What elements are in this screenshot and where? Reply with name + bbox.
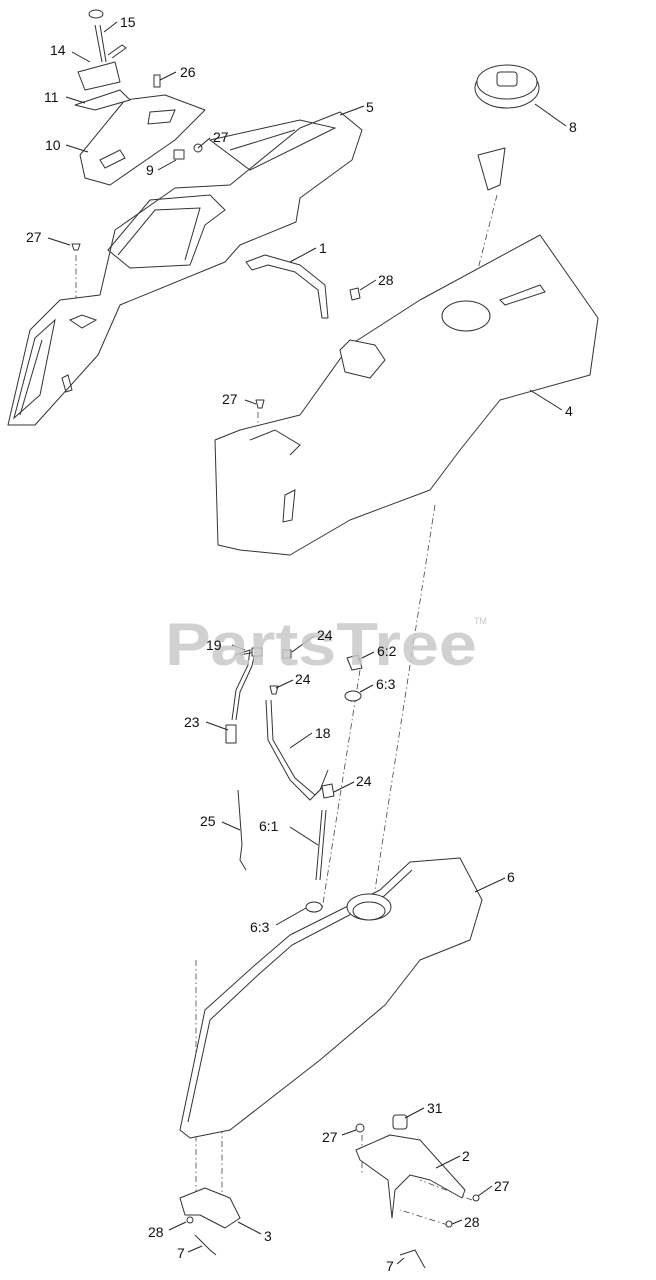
callout-6-1: 6:1: [259, 818, 279, 834]
callout-28: 28: [464, 1214, 480, 1230]
callout-24: 24: [317, 627, 333, 643]
callout-28: 28: [148, 1224, 164, 1240]
watermark-text: PartsTree: [165, 611, 477, 678]
callout-10: 10: [45, 137, 61, 153]
callout-9: 9: [146, 162, 154, 178]
callout-7: 7: [386, 1258, 394, 1274]
callout-3: 3: [264, 1228, 272, 1244]
watermark: PartsTree TM: [165, 611, 487, 678]
part-6-fuel-tank: [179, 857, 483, 1139]
callout-24: 24: [356, 773, 372, 789]
callout-18: 18: [315, 725, 331, 741]
leader-lines: [47, 21, 567, 1265]
callout-24: 24: [295, 671, 311, 687]
part-2-bracket: [355, 1114, 480, 1228]
callout-6-3: 6:3: [250, 919, 270, 935]
callout-27: 27: [213, 129, 229, 145]
part-4-tank-shroud: [214, 234, 599, 556]
callout-25: 25: [200, 813, 216, 829]
callouts: 15 14 26 11 5 8 27 10 9 27 1 28 27 4 19 …: [26, 14, 577, 1274]
fuel-lines: [225, 647, 363, 881]
callout-11: 11: [44, 89, 59, 105]
part-10-11-plates: [74, 89, 206, 186]
callout-8: 8: [569, 119, 577, 135]
callout-1: 1: [319, 240, 327, 256]
callout-26: 26: [180, 64, 196, 80]
callout-6: 6: [507, 869, 515, 885]
part-5-console-cover: [7, 111, 363, 426]
part-8-fuel-cap: [474, 64, 540, 191]
callout-19: 19: [206, 637, 222, 653]
callout-27: 27: [322, 1129, 338, 1145]
part-14-15-lever: [77, 9, 127, 91]
callout-23: 23: [184, 714, 200, 730]
callout-27: 27: [26, 229, 42, 245]
top-fasteners: [71, 74, 361, 409]
watermark-trademark: TM: [474, 616, 487, 626]
callout-27: 27: [222, 391, 238, 407]
callout-7: 7: [177, 1245, 185, 1261]
callout-4: 4: [565, 403, 573, 419]
callout-15: 15: [120, 14, 136, 30]
callout-5: 5: [366, 99, 374, 115]
callout-6-3: 6:3: [376, 676, 396, 692]
callout-2: 2: [462, 1148, 470, 1164]
part-3-bracket: [179, 1187, 426, 1269]
part-1-bracket: [245, 254, 329, 319]
callout-6-2: 6:2: [377, 643, 397, 659]
callout-31: 31: [427, 1100, 443, 1116]
callout-14: 14: [50, 42, 66, 58]
callout-27: 27: [494, 1178, 510, 1194]
callout-28: 28: [378, 272, 394, 288]
